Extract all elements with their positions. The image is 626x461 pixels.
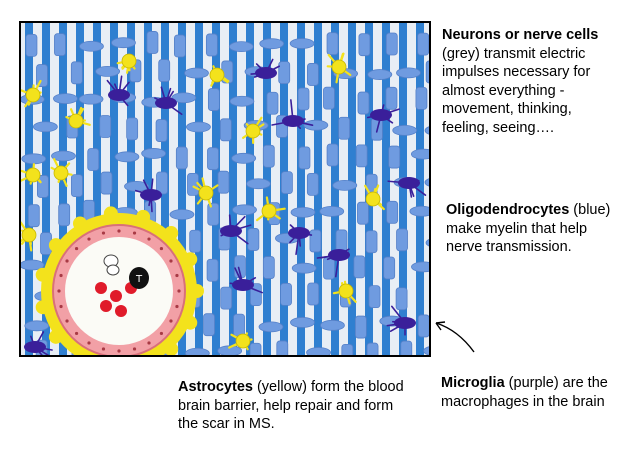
svg-text:T: T bbox=[135, 274, 143, 285]
astrocytes-caption: Astrocytes (yellow) form the blood brain… bbox=[178, 379, 404, 432]
knitted-cells-photo: T bbox=[19, 21, 431, 357]
neurons-caption: Neurons or nerve cells (grey) transmit e… bbox=[442, 27, 599, 136]
blood-vessel: T bbox=[35, 206, 204, 355]
astrocytes bbox=[21, 52, 385, 351]
oligodendrocytes-caption: Oligodendrocytes (blue) make myelin that… bbox=[446, 202, 611, 255]
microglia-caption: Microglia (purple) are the macrophages i… bbox=[441, 375, 608, 410]
microglia bbox=[24, 58, 427, 355]
